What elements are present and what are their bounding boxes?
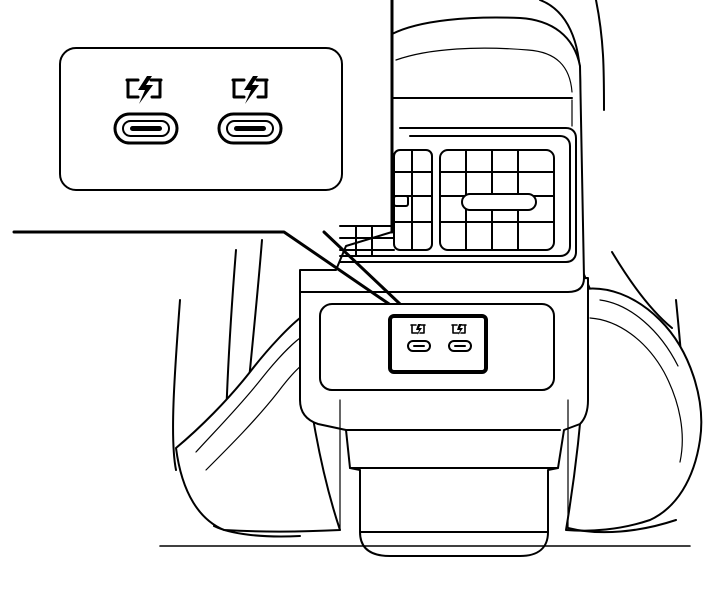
usb-c-port-small-right [448,324,472,352]
callout-leaders [12,0,402,308]
vent-grille-right [439,149,555,251]
vent-grille-left [393,149,433,251]
battery-charging-icon [231,76,269,104]
vent-left-stub [339,225,395,257]
usb-panel [319,303,555,391]
usb-c-port-large-right [217,76,283,145]
battery-charging-icon [451,324,467,335]
battery-charging-icon [410,324,426,335]
usb-c-port-small-left [407,324,431,352]
battery-charging-icon [125,76,163,104]
right-seat-cushion [565,287,703,534]
usb-c-port-large-left [113,76,179,145]
detail-inset [59,47,343,191]
